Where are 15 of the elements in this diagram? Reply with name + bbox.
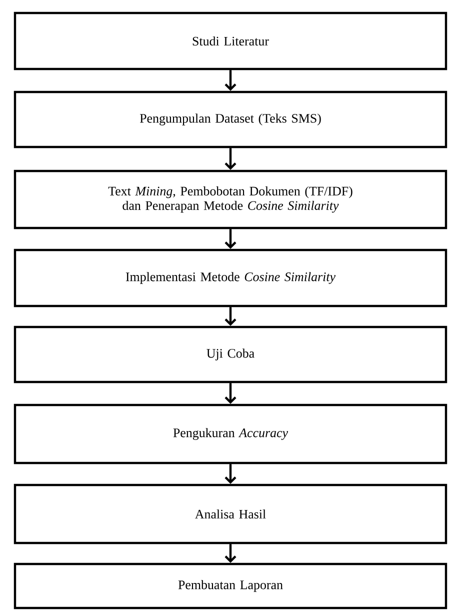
- process-box: Text Mining, Pembobotan Dokumen (TF/IDF) dan Penerapan Metode Cosine Similarity: [14, 170, 448, 230]
- arrow: [224, 70, 236, 91]
- process-box: Pengumpulan Dataset (Teks SMS): [14, 90, 448, 148]
- process-box: Implementasi Metode Cosine Similarity: [14, 248, 448, 308]
- process-box: Pembuatan Laporan: [14, 562, 448, 610]
- arrow: [224, 307, 236, 326]
- process-box: Uji Coba: [14, 326, 448, 384]
- process-box: Pengukuran Accuracy: [14, 404, 448, 464]
- arrow: [224, 544, 236, 563]
- arrow: [224, 464, 236, 484]
- arrow: [224, 383, 236, 404]
- arrow: [224, 229, 236, 249]
- process-box: Studi Literatur: [14, 12, 448, 70]
- process-box: Analisa Hasil: [14, 484, 448, 544]
- arrow: [224, 148, 236, 170]
